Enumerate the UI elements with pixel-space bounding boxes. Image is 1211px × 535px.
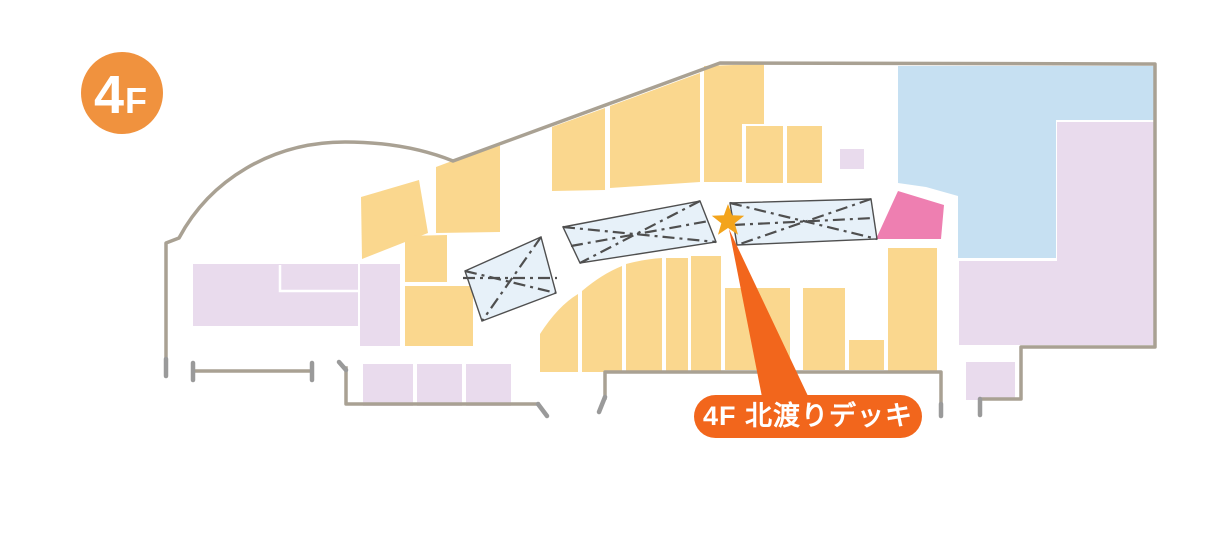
deck-hatch [463, 236, 557, 322]
shop-region [436, 143, 500, 233]
location-star-icon [711, 204, 745, 235]
deck-hatch [729, 197, 878, 247]
floor-badge-label: 4F [94, 65, 147, 125]
deck-hatch [562, 200, 717, 264]
event-space-region [876, 191, 944, 239]
facility-region [966, 362, 1015, 400]
callout-pointer [729, 229, 808, 402]
outer-wall [164, 61, 1157, 401]
shop-region [540, 294, 578, 372]
shop-region [405, 235, 447, 282]
wall-end-tick [535, 401, 550, 419]
callout-label: 4F 北渡りデッキ [703, 400, 913, 431]
shop-region [552, 108, 605, 191]
facility-divider [278, 265, 358, 293]
shop-region [888, 248, 937, 372]
anchor-store-region [898, 66, 1155, 258]
location-callout: 4F 北渡りデッキ [694, 229, 922, 438]
wall-end-tick [596, 394, 608, 415]
shop-region [691, 256, 721, 372]
shop-region [704, 64, 764, 182]
shop-region [803, 288, 845, 370]
facility-region [417, 364, 462, 406]
floor-number: 4 [94, 65, 124, 125]
floor-letter: F [125, 80, 147, 121]
facility-region [193, 264, 358, 326]
floor-badge-circle [81, 52, 163, 134]
shop-region [405, 286, 473, 346]
wall-end-tick [336, 359, 349, 373]
wall-segment [344, 366, 540, 406]
facility-regions [193, 122, 1155, 406]
facility-region [840, 149, 864, 169]
shop-region [849, 340, 884, 370]
facility-region [959, 122, 1155, 345]
floor-badge: 4F [81, 52, 163, 134]
callout-pill [694, 395, 922, 438]
facility-region [360, 264, 400, 346]
facility-region [363, 364, 413, 406]
deck-bridges [463, 197, 878, 322]
shop-region [610, 73, 700, 188]
shop-region [626, 258, 662, 372]
shop-region [787, 126, 822, 183]
shop-region [746, 126, 783, 183]
facility-region [466, 364, 511, 406]
shop-region [582, 266, 622, 372]
shop-region [666, 258, 688, 372]
